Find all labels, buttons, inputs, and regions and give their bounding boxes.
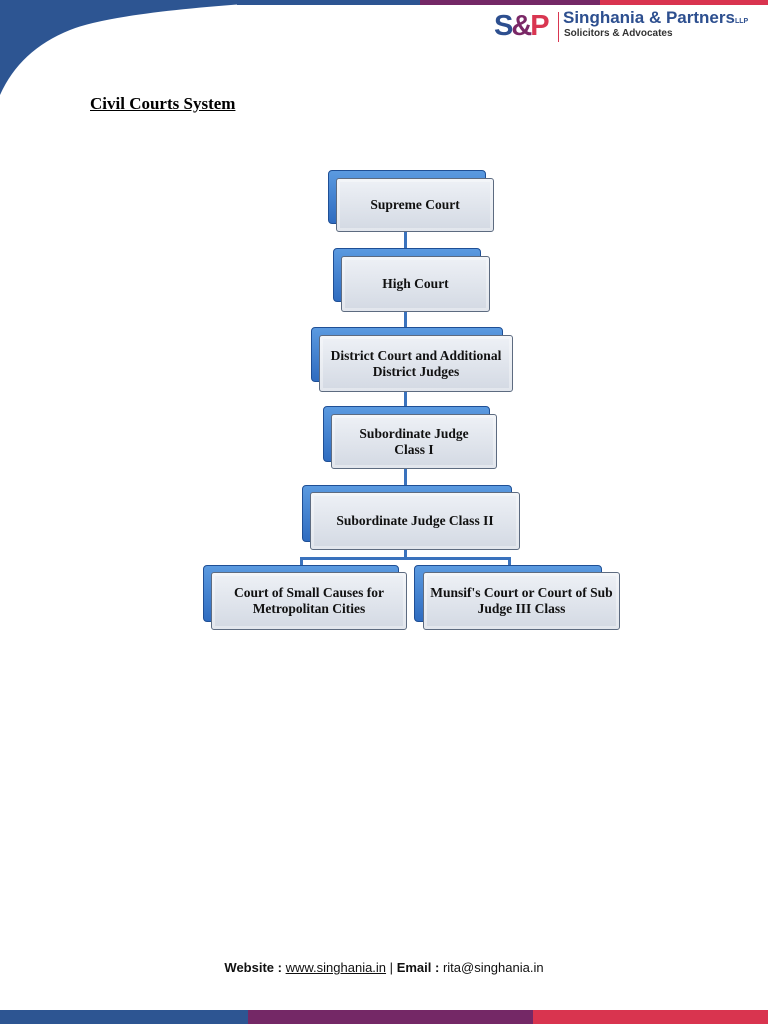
logo: S&P xyxy=(494,10,550,42)
node-supreme-court: Supreme Court xyxy=(336,178,494,232)
node-high-court: High Court xyxy=(341,256,490,312)
page-title: Civil Courts System xyxy=(90,94,236,113)
logo-divider xyxy=(558,12,559,42)
top-bar-blue xyxy=(237,0,420,5)
connector xyxy=(300,557,511,560)
website-label: Website : xyxy=(224,960,282,975)
firm-tagline: Solicitors & Advocates xyxy=(564,28,673,39)
firm-name: Singhania & PartnersLLP xyxy=(563,8,749,27)
top-bar-red xyxy=(600,0,768,5)
footer-contact: Website : www.singhania.in | Email : rit… xyxy=(0,960,768,975)
node-subordinate-judge-class-2: Subordinate Judge Class II xyxy=(310,492,520,550)
separator: | xyxy=(389,960,394,975)
top-bar-purple xyxy=(420,0,600,5)
connector xyxy=(404,548,407,559)
email-label: Email : xyxy=(396,960,440,975)
bottom-bar-purple xyxy=(248,1010,533,1024)
bottom-bar-red xyxy=(533,1010,768,1024)
node-small-causes-court: Court of Small Causes for Metropolitan C… xyxy=(211,572,407,630)
node-district-court: District Court and Additional District J… xyxy=(319,335,513,392)
email-address: rita@singhania.in xyxy=(442,960,544,975)
connector xyxy=(508,557,511,567)
node-subordinate-judge-class-1: Subordinate Judge Class I xyxy=(331,414,497,469)
bottom-bar-blue xyxy=(0,1010,248,1024)
website-link[interactable]: www.singhania.in xyxy=(285,960,387,975)
node-munsif-court: Munsif's Court or Court of Sub Judge III… xyxy=(423,572,620,630)
corner-swoosh xyxy=(0,0,310,95)
connector xyxy=(300,557,303,567)
